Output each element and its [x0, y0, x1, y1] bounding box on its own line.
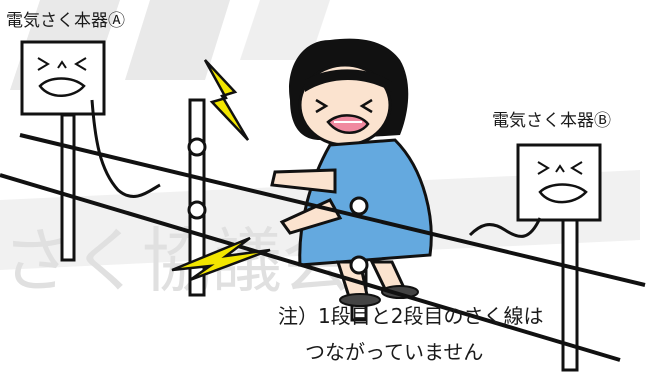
device-a-label: 電気さく本器Ⓐ [6, 11, 125, 31]
fence-wires [0, 133, 646, 362]
device-b [468, 143, 602, 238]
device-a [20, 40, 161, 198]
girl-figure [270, 38, 433, 307]
insulators [187, 137, 369, 275]
note-line-1: 注）1段目と2段目のさく線は [278, 304, 544, 328]
note-line-2: つながっていません [305, 340, 484, 364]
lightning-bolts [171, 59, 271, 282]
device-b-label: 電気さく本器Ⓑ [492, 111, 611, 131]
